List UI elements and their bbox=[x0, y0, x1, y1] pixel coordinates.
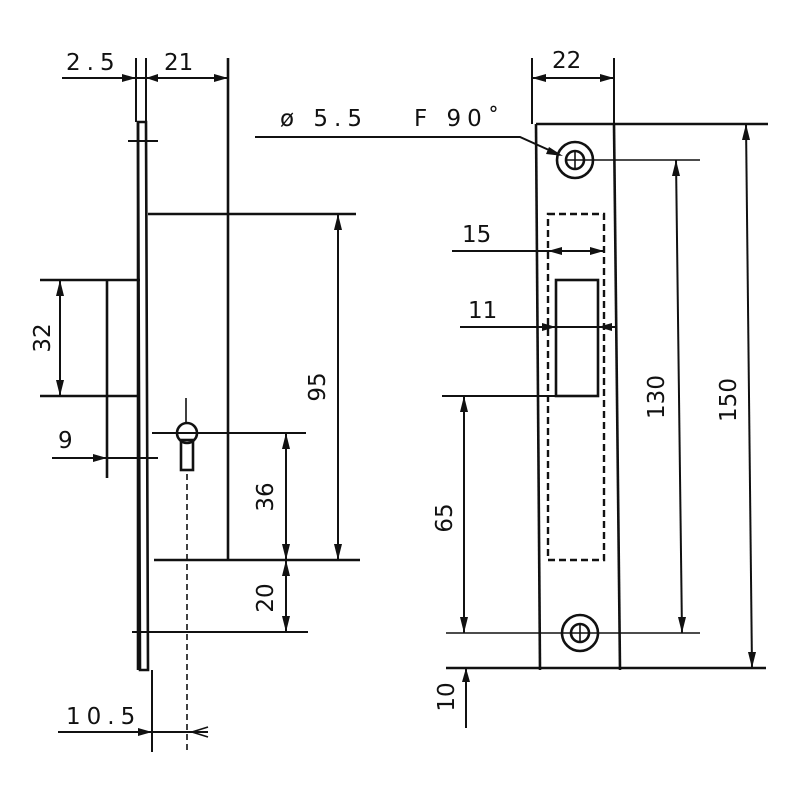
dim-label-plate-height: 150 bbox=[716, 378, 742, 422]
latch-bolt bbox=[40, 278, 140, 478]
dim-label-case-height: 95 bbox=[305, 372, 331, 401]
dim-label-backset: 10.5 bbox=[66, 704, 141, 730]
dim-plate-height: 150 bbox=[716, 123, 756, 669]
dim-bolt-projection: 9 bbox=[52, 428, 158, 462]
dim-label-bolt-projection: 9 bbox=[58, 428, 73, 454]
dim-label-inner-opening-width: 11 bbox=[468, 298, 497, 324]
dim-label-countersink: F 90˚ bbox=[414, 105, 505, 132]
dim-hole-spacing: 130 bbox=[644, 159, 686, 634]
lock-case bbox=[148, 58, 360, 562]
screw-hole-callout: ø 5.5 F 90˚ bbox=[255, 105, 563, 156]
dim-label-screw-hole-diameter: ø 5.5 bbox=[280, 106, 368, 132]
dim-label-faceplate-thickness: 2.5 bbox=[66, 50, 121, 76]
lock-faceplate bbox=[128, 58, 158, 752]
dim-opening-bottom-height: 65 bbox=[432, 395, 556, 633]
screw-hole-bottom-icon bbox=[446, 613, 700, 653]
dim-keyhole-to-bottom: 36 bbox=[253, 433, 290, 560]
dim-bottom-offset: 10 bbox=[434, 668, 470, 728]
dim-label-keyhole-to-bottom: 36 bbox=[253, 482, 279, 511]
dim-label-case-depth: 21 bbox=[164, 50, 193, 76]
dim-label-outer-opening-width: 15 bbox=[462, 222, 491, 248]
dim-label-hole-spacing: 130 bbox=[644, 375, 670, 419]
dim-label-plate-width: 22 bbox=[552, 48, 581, 74]
dim-label-bolt-height: 32 bbox=[30, 323, 56, 352]
screw-hole-top-icon bbox=[555, 140, 700, 180]
lock-view: 2.5 21 32 9 95 36 bbox=[30, 50, 360, 752]
dim-outer-opening-width: 15 bbox=[452, 222, 604, 255]
dim-bottom-reference: 20 bbox=[253, 560, 290, 632]
dim-case-height: 95 bbox=[305, 214, 342, 560]
dim-bolt-height: 32 bbox=[30, 280, 64, 396]
strike-outer-opening bbox=[546, 212, 606, 562]
dim-label-bottom-reference: 20 bbox=[253, 583, 279, 612]
dim-backset: 10.5 bbox=[58, 704, 209, 738]
dim-faceplate-and-depth: 2.5 21 bbox=[62, 50, 228, 82]
dim-label-bottom-offset: 10 bbox=[434, 682, 460, 711]
dim-plate-width: 22 bbox=[532, 48, 614, 82]
dim-inner-opening-width: 11 bbox=[460, 298, 616, 331]
strike-plate bbox=[446, 58, 768, 671]
strike-inner-opening bbox=[554, 278, 600, 398]
strike-view: 22 ø 5.5 F 90˚ 15 11 6 bbox=[255, 48, 768, 728]
keyhole-icon bbox=[152, 398, 306, 752]
dim-label-opening-bottom-height: 65 bbox=[432, 503, 458, 532]
